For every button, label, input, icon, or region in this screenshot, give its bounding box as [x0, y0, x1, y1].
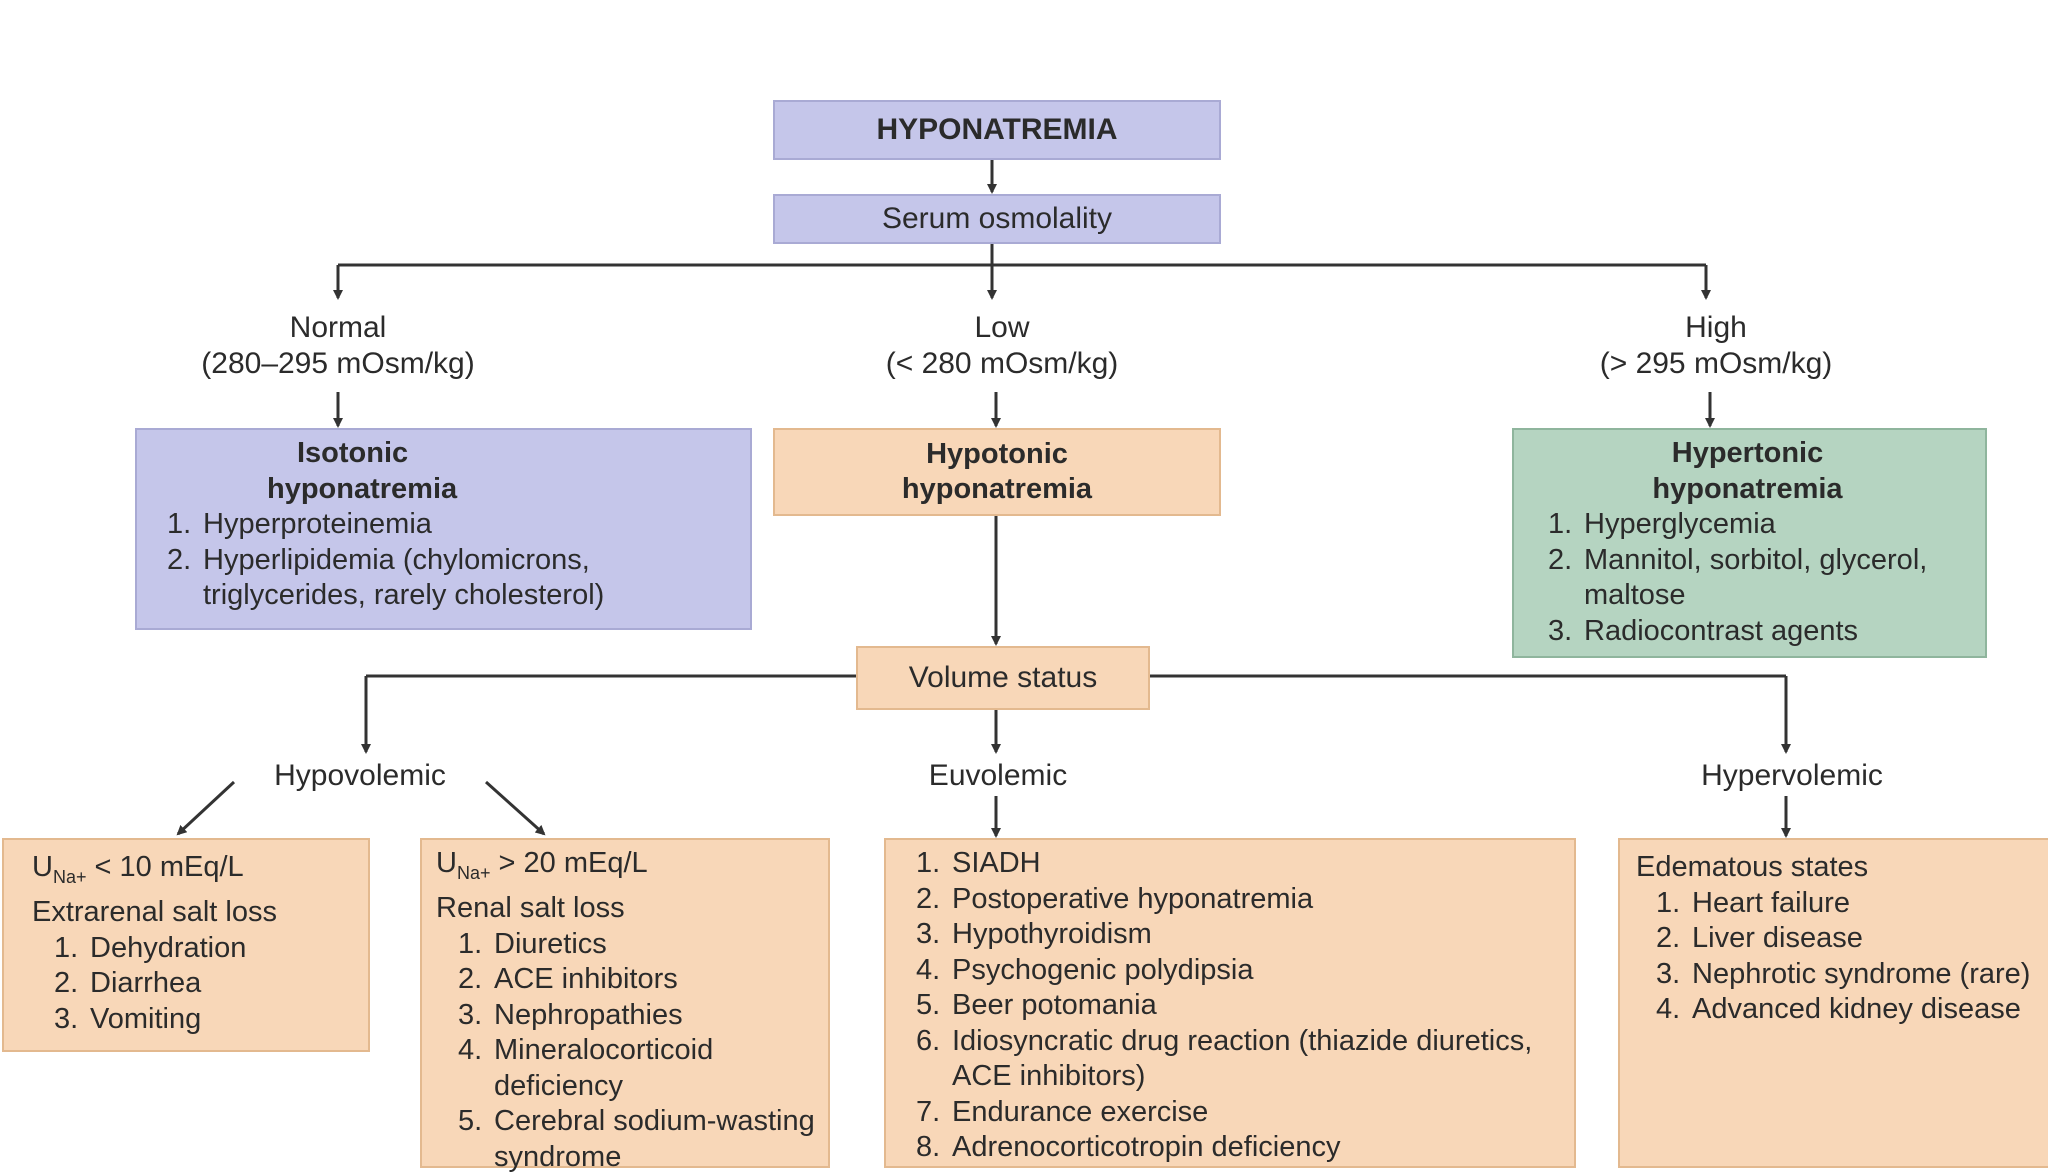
- arrow-hypovolemic-to-extrarenal: [176, 780, 236, 836]
- list-item: 4.Psychogenic polydipsia: [916, 953, 1254, 986]
- list-item: 2.Postoperative hyponatremia: [916, 882, 1314, 915]
- euvolemic-causes-list: 1.SIADH 2.Postoperative hyponatremia 3.H…: [916, 846, 1558, 1166]
- extrarenal-causes-list: 1.Dehydration 2.Diarrhea 3.Vomiting: [32, 931, 358, 1038]
- list-item: 1.Heart failure: [1656, 886, 1850, 919]
- hypertonic-hyponatremia-box: Hypertonic hyponatremia 1.Hyperglycemia …: [1512, 428, 1987, 658]
- list-item: 2.Mannitol, sorbitol, glycerol, maltose: [1548, 543, 1928, 612]
- list-item: 5.Cerebral sodium-wasting syndrome: [458, 1105, 815, 1173]
- extrarenal-title: Extrarenal salt loss: [32, 896, 277, 929]
- hypertonic-causes-list: 1.Hyperglycemia 2.Mannitol, sorbitol, gl…: [1548, 507, 1967, 649]
- list-item: 4.Mineralocorticoid deficiency: [458, 1034, 714, 1102]
- list-item: 3.Vomiting: [54, 1002, 202, 1035]
- list-item: 1.Hyperproteinemia: [167, 508, 432, 540]
- list-item: 7.Endurance exercise: [916, 1095, 1209, 1128]
- low-branch-label: Low (< 280 mOsm/kg): [885, 311, 1119, 380]
- volume-status-box: Volume status: [856, 646, 1150, 710]
- hypotonic-hyponatremia-box: Hypotonic hyponatremia: [773, 428, 1221, 516]
- serum-osmolality-box: Serum osmolality: [773, 194, 1221, 244]
- edematous-title: Edematous states: [1636, 851, 1869, 883]
- list-item: 2.Liver disease: [1656, 922, 1863, 954]
- list-item: 3.Hypothyroidism: [916, 918, 1152, 950]
- list-item: 1.Hyperglycemia: [1548, 508, 1776, 540]
- list-item: 1.Diuretics: [458, 927, 607, 960]
- list-item: 3.Radiocontrast agents: [1548, 614, 1859, 647]
- list-item: 2.ACE inhibitors: [458, 963, 678, 996]
- high-branch-label: High (> 295 mOsm/kg): [1599, 311, 1833, 380]
- edematous-causes-list: 1.Heart failure 2.Liver disease 3.Nephro…: [1636, 886, 2044, 1028]
- isotonic-causes-list: 1.Hyperproteinemia 2.Hyperlipidemia (chy…: [167, 507, 730, 614]
- list-item: 6.Idiosyncratic drug reaction (thiazide …: [916, 1024, 1533, 1093]
- list-item: 8.Adrenocorticotropin deficiency: [916, 1131, 1341, 1163]
- renal-title: Renal salt loss: [436, 892, 625, 925]
- list-item: 1.Dehydration: [54, 931, 247, 964]
- euvolemic-label: Euvolemic: [928, 759, 1068, 792]
- list-item: 3.Nephrotic syndrome (rare): [1656, 957, 2031, 990]
- list-item: 2.Hyperlipidemia (chylomicrons, triglyce…: [167, 543, 605, 612]
- renal-salt-loss-box: UNa+ > 20 mEq/L Renal salt loss 1.Diuret…: [420, 838, 830, 1173]
- hypovolemic-label: Hypovolemic: [274, 759, 446, 792]
- list-item: 1.SIADH: [916, 847, 1041, 879]
- list-item: 2.Diarrhea: [54, 967, 202, 1000]
- root-title: HYPONATREMIA: [876, 113, 1118, 146]
- arrow-hypovolemic-to-renal: [484, 780, 546, 836]
- serum-osmolality-label: Serum osmolality: [881, 202, 1113, 235]
- list-item: 5.Beer potomania: [916, 989, 1157, 1021]
- euvolemic-causes-box: 1.SIADH 2.Postoperative hyponatremia 3.H…: [884, 838, 1576, 1168]
- hyponatremia-root-box: HYPONATREMIA: [773, 100, 1221, 160]
- list-item: 3.Nephropathies: [458, 998, 683, 1031]
- hypervolemic-label: Hypervolemic: [1701, 759, 1883, 792]
- list-item: 4.Advanced kidney disease: [1656, 993, 2021, 1025]
- edematous-states-box: Edematous states 1.Heart failure 2.Liver…: [1618, 838, 2048, 1168]
- isotonic-hyponatremia-box: Isotonic hyponatremia 1.Hyperproteinemia…: [135, 428, 752, 630]
- renal-criterion: UNa+ > 20 mEq/L: [436, 847, 648, 883]
- extrarenal-salt-loss-box: UNa+ < 10 mEq/L Extrarenal salt loss 1.D…: [2, 838, 370, 1052]
- renal-causes-list: 1.Diuretics 2.ACE inhibitors 3.Nephropat…: [436, 927, 818, 1175]
- extrarenal-criterion: UNa+ < 10 mEq/L: [32, 851, 244, 887]
- normal-branch-label: Normal (280–295 mOsm/kg): [201, 311, 475, 380]
